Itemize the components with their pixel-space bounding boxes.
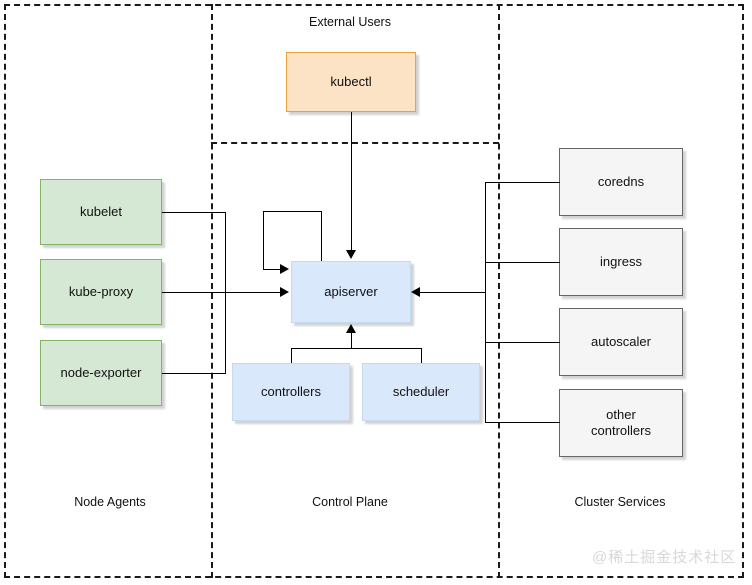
- edge-apiserver-selfloop-top: [263, 211, 322, 212]
- cluster-services-bus: [485, 182, 486, 422]
- node-coredns[interactable]: coredns: [559, 148, 683, 216]
- edge-join-apiserver-arrowhead: [346, 324, 356, 333]
- node-kubectl-label: kubectl: [330, 73, 372, 89]
- edge-other-controllers-bus: [485, 422, 560, 423]
- edge-kube-proxy-bus: [162, 292, 226, 293]
- edge-apiserver-selfloop-in: [263, 269, 282, 270]
- node-autoscaler[interactable]: autoscaler: [559, 308, 683, 376]
- node-controllers-label: controllers: [261, 383, 321, 399]
- edge-apiserver-selfloop-left: [263, 211, 264, 269]
- edge-autoscaler-bus: [485, 342, 560, 343]
- zone-divider-left: [211, 4, 213, 578]
- zone-divider-right: [498, 4, 500, 578]
- edge-bus-apiserver-arrowhead: [280, 287, 289, 297]
- edge-ingress-bus: [485, 262, 560, 263]
- edge-node-exporter-bus: [162, 373, 226, 374]
- edge-apiserver-selfloop-down: [321, 211, 322, 261]
- node-apiserver-label: apiserver: [324, 283, 378, 299]
- edge-apiserver-selfloop-arrowhead: [280, 264, 289, 274]
- node-node-exporter[interactable]: node-exporter: [40, 340, 162, 406]
- node-kube-proxy[interactable]: kube-proxy: [40, 259, 162, 325]
- node-kube-proxy-label: kube-proxy: [68, 283, 134, 299]
- edge-coredns-bus: [485, 182, 560, 183]
- edge-bus-apiserver-right-arrowhead: [411, 287, 420, 297]
- edge-kubectl-apiserver: [351, 112, 352, 252]
- node-kubelet[interactable]: kubelet: [40, 179, 162, 245]
- node-autoscaler-label: autoscaler: [591, 333, 651, 349]
- node-kubelet-label: kubelet: [80, 203, 122, 219]
- edge-controlplane-join: [291, 348, 422, 349]
- node-ingress[interactable]: ingress: [559, 228, 683, 296]
- edge-bus-apiserver: [225, 292, 282, 293]
- node-ingress-label: ingress: [600, 253, 642, 269]
- node-kubectl[interactable]: kubectl: [286, 52, 416, 112]
- diagram-frame: [4, 4, 744, 578]
- zone-label-cluster-services: Cluster Services: [574, 495, 666, 509]
- node-scheduler[interactable]: scheduler: [362, 363, 480, 421]
- edge-kubectl-apiserver-arrowhead: [346, 250, 356, 259]
- node-other-controllers-label: other controllers: [591, 406, 651, 438]
- edge-controllers-up: [291, 348, 292, 363]
- edge-join-apiserver: [351, 333, 352, 349]
- zone-label-control-plane: Control Plane: [312, 495, 388, 509]
- zone-label-node-agents: Node Agents: [74, 495, 146, 509]
- edge-bus-apiserver-right: [420, 292, 486, 293]
- watermark: @稀土掘金技术社区: [592, 549, 737, 566]
- edge-kubelet-bus: [162, 212, 226, 213]
- node-node-exporter-label: node-exporter: [60, 364, 142, 380]
- node-scheduler-label: scheduler: [392, 383, 450, 399]
- edge-scheduler-up: [421, 348, 422, 363]
- node-coredns-label: coredns: [597, 173, 645, 189]
- external-users-caption: External Users: [309, 15, 391, 29]
- external-users-divider: [211, 142, 499, 144]
- node-apiserver[interactable]: apiserver: [291, 261, 411, 323]
- node-controllers[interactable]: controllers: [232, 363, 350, 421]
- node-other-controllers[interactable]: other controllers: [559, 389, 683, 457]
